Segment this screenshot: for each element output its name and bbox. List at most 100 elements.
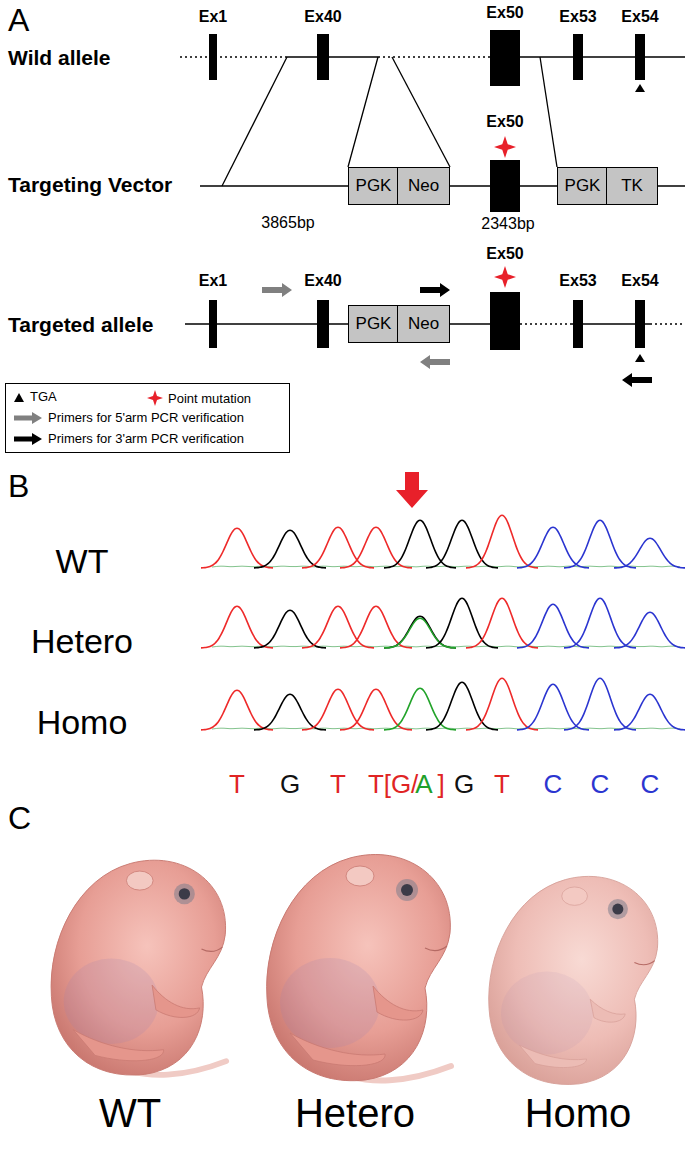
chromatogram-peak [254, 610, 326, 648]
exon-label: Ex50 [486, 4, 524, 22]
embryo-shading [280, 958, 380, 1048]
homology-line [348, 57, 378, 167]
genotype-label: Homo [525, 1090, 632, 1136]
embryo-shading [501, 972, 593, 1055]
embryo-hindlimb [290, 1033, 385, 1066]
exon-block: Ex50 [486, 113, 524, 212]
exon-bar [635, 34, 645, 80]
chromatogram-peak [254, 694, 326, 730]
embryo-eye [401, 884, 413, 896]
exon-block: Ex50 [486, 245, 524, 350]
exon-label: Ex54 [621, 272, 659, 290]
homology-line [540, 57, 557, 167]
legend-text: Primers for 5'arm PCR verification [48, 410, 244, 425]
embryo-hindlimb [519, 1045, 586, 1067]
exon-label: Ex54 [621, 8, 659, 26]
primer-arrow [262, 283, 292, 297]
embryo-forelimb [373, 986, 423, 1020]
legend-box: TGAPoint mutationPrimers for 5'arm PCR v… [5, 383, 290, 453]
embryo-mouth [202, 947, 223, 951]
embryo-ear [562, 887, 588, 905]
base-letter: T [330, 770, 346, 800]
embryo-body [51, 860, 225, 1075]
exon-label: Ex1 [199, 272, 228, 290]
legend-entry: Primers for 3'arm PCR verification [12, 431, 244, 446]
base-letter: C [544, 770, 563, 800]
chromatogram-peak [466, 515, 538, 568]
stop-codon-triangle [635, 84, 645, 92]
cassette-label: PGK [565, 176, 601, 196]
exon-bar [490, 292, 520, 350]
embryo-picture [51, 860, 226, 1075]
exon-block: Ex1 [199, 8, 228, 80]
exon-block: Ex53 [559, 8, 597, 80]
exon-bar [635, 300, 645, 348]
base-letter: C [641, 770, 660, 800]
mutation-arrow [396, 472, 428, 508]
embryo-eye [179, 888, 190, 899]
legend-sample [146, 389, 164, 407]
legend-entry: Primers for 5'arm PCR verification [12, 410, 244, 425]
chromatogram-peak [201, 606, 273, 648]
length-label: 2343bp [481, 215, 534, 233]
exon-block: Ex54 [621, 8, 659, 80]
chromatogram-peak [201, 528, 273, 568]
row-label: Wild allele [8, 46, 111, 70]
dotted-dna-line [378, 56, 490, 58]
embryo-body [489, 876, 658, 1084]
exon-block: Ex50 [486, 4, 524, 86]
primer-arrow [14, 412, 42, 424]
embryo-eye-ring [608, 899, 628, 919]
embryo-picture [267, 855, 451, 1081]
embryo-forelimb [590, 999, 625, 1022]
dna-line [287, 56, 378, 58]
embryo-hindlimb [73, 1030, 163, 1061]
row-label: Targeted allele [8, 313, 154, 337]
base-letter: G [280, 770, 300, 800]
base-letter: ] [437, 770, 444, 800]
cassette-label: TK [621, 176, 643, 196]
exon-bar [317, 34, 329, 80]
chromatogram-peak [426, 598, 498, 648]
primer-arrow [14, 433, 42, 445]
exon-label: Ex40 [304, 8, 342, 26]
exon-block: Ex40 [304, 8, 342, 80]
point-mutation-star [147, 390, 163, 406]
embryo-body [267, 855, 451, 1081]
embryo-eye-ring [174, 883, 195, 904]
chromatogram-peak [426, 682, 498, 730]
legend-text: Primers for 3'arm PCR verification [48, 431, 244, 446]
base-letter: A [415, 770, 432, 800]
exon-block: Ex54 [621, 272, 659, 348]
genotype-label: WT [56, 542, 109, 581]
homology-line [392, 57, 450, 167]
exon-label: Ex53 [559, 272, 597, 290]
stop-codon-triangle [14, 393, 24, 402]
cassette-label: PGK [356, 176, 392, 196]
exon-block: Ex1 [199, 272, 228, 348]
chromatogram-peak [254, 530, 326, 568]
chromatogram-peak [384, 688, 456, 730]
legend-entry: TGA [12, 389, 57, 404]
homology-line [222, 57, 287, 186]
dna-line [450, 323, 490, 325]
exon-label: Ex1 [199, 8, 228, 26]
embryo-ear [346, 866, 374, 886]
exon-label: Ex50 [486, 113, 524, 131]
vector-line [200, 185, 348, 187]
embryo-shading [64, 959, 159, 1045]
embryo-mouth [634, 961, 654, 965]
legend-sample [12, 390, 26, 404]
genotype-label: Homo [37, 703, 128, 742]
chromatogram-peak [384, 520, 456, 568]
exon-label: Ex50 [486, 245, 524, 263]
point-mutation-star [494, 136, 516, 158]
exon-bar [490, 30, 520, 86]
genotype-label: Hetero [295, 1090, 415, 1136]
panel-letter: B [8, 468, 29, 505]
cassette-box: PGK [348, 305, 399, 343]
primer-arrow [420, 355, 450, 369]
chromatogram-peak [340, 527, 412, 568]
point-mutation-star [494, 266, 516, 288]
dotted-dna-line [650, 323, 685, 325]
